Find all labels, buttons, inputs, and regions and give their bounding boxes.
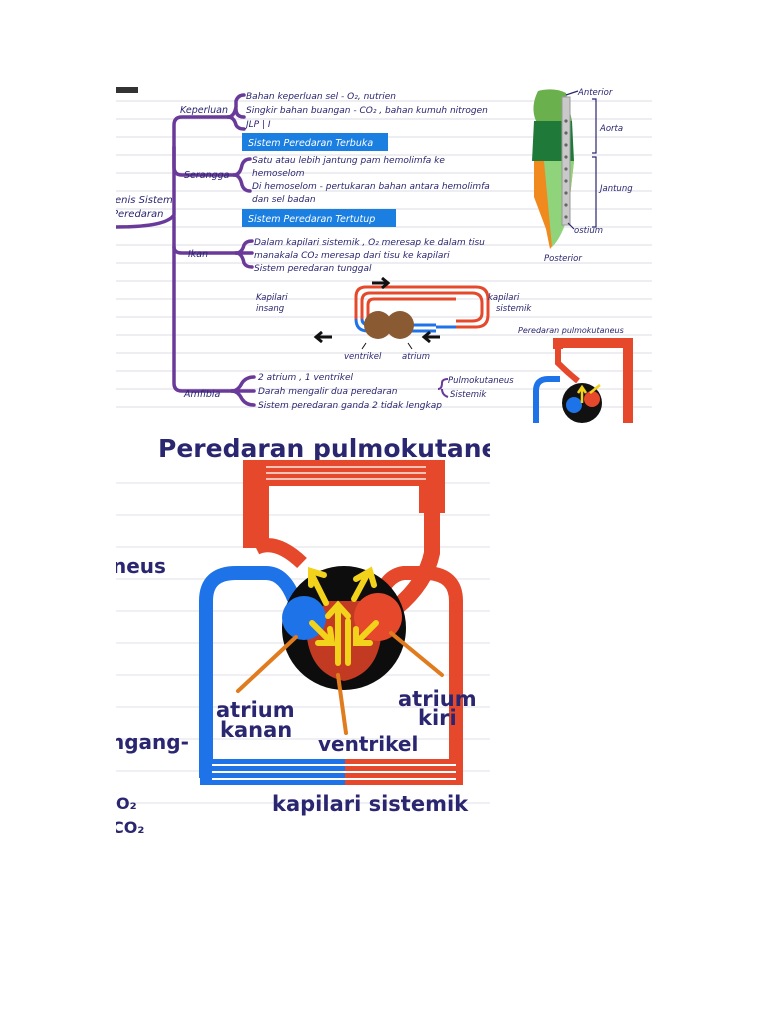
- pulmocutaneous-zoom: Peredaran pulmokutaneus neus ngang- O₂ C…: [116, 423, 490, 833]
- atrium-kiri-label-1: atrium: [398, 687, 477, 711]
- serangga-item-3: Di hemoselom - pertukaran bahan antara h…: [252, 182, 490, 192]
- gill-capillary-label-1: Kapilari: [256, 293, 288, 303]
- gill-capillary-label-2: insang: [256, 304, 285, 314]
- ikan-item-3: Sistem peredaran tunggal: [254, 264, 372, 274]
- edge-text-2: ngang-: [116, 730, 189, 754]
- ikan-item-2: manakala CO₂ meresap dari tisu ke kapila…: [254, 251, 450, 261]
- mini-amphibian-diagram: [533, 338, 633, 423]
- ikan-item-1: Dalam kapilari sistemik , O₂ meresap ke …: [254, 238, 485, 248]
- mini-pulmo-label: Peredaran pulmokutaneus: [518, 326, 624, 335]
- notes-mindmap: Jenis Sistem Peredaran Keperluan Bahan k…: [116, 87, 652, 423]
- open-system-banner-text: Sistem Peredaran Terbuka: [248, 138, 373, 149]
- amfibia-note-1: Pulmokutaneus: [448, 376, 514, 386]
- ventricle-pointer: [361, 342, 367, 350]
- keperluan-item-3: JLP | I: [244, 120, 271, 130]
- amfibia-item-3: Sistem peredaran ganda 2 tidak lengkap: [258, 401, 442, 411]
- keperluan-item-1: Bahan keperluan sel - O₂, nutrien: [246, 92, 396, 102]
- closed-system-banner-text: Sistem Peredaran Tertutup: [248, 214, 375, 225]
- fish-ventricle-shape: [364, 311, 392, 339]
- atrium-pointer: [407, 342, 413, 350]
- mindmap-branches: [116, 93, 256, 407]
- arrow-right-icon: [372, 276, 391, 290]
- insect-anterior-label: Anterior: [577, 88, 613, 98]
- systemic-capillary-label-1: kapilari: [488, 293, 520, 303]
- open-system-banner: [242, 133, 388, 151]
- ventrikel-label: ventrikel: [318, 732, 418, 756]
- root-label-line2: Peredaran: [116, 209, 164, 220]
- insect-jantung-label: Jantung: [598, 184, 633, 194]
- insect-heart-diagram: Anterior Aorta Jantung ostium Posterior: [532, 88, 633, 264]
- serangga-item-2: hemoselom: [252, 169, 305, 179]
- root-label-line1: Jenis Sistem: [116, 195, 173, 206]
- atrium-kiri-label-2: kiri: [418, 706, 457, 730]
- label-pointers: [236, 631, 444, 735]
- top-edge-tab: [116, 87, 138, 93]
- amfibia-item-2: Darah mengalir dua peredaran: [258, 387, 398, 397]
- amfibia-note-2: Sistemik: [450, 390, 487, 400]
- atrium-kanan-label-2: kanan: [220, 718, 292, 742]
- insect-ostium-label: ostium: [574, 226, 603, 236]
- amfibia-bracket: [437, 378, 449, 398]
- keperluan-item-2: Singkir bahan buangan - CO₂ , bahan kumu…: [246, 106, 488, 116]
- closed-system-banner: [242, 209, 396, 227]
- keperluan-label: Keperluan: [180, 105, 228, 116]
- amfibia-label: Amfibia: [183, 389, 221, 400]
- amfibia-item-1: 2 atrium , 1 ventrikel: [258, 373, 354, 383]
- edge-text-1: neus: [116, 554, 166, 578]
- fish-atrium-label: atrium: [402, 352, 430, 362]
- insect-aorta-label: Aorta: [599, 124, 623, 134]
- serangga-label: Serangga: [184, 170, 230, 181]
- pulmocutaneous-diagram: Peredaran pulmokutaneus neus ngang- O₂ C…: [116, 434, 490, 833]
- fish-atrium-shape: [386, 311, 414, 339]
- edge-text-3: O₂: [116, 794, 137, 813]
- notes-page-top: Jenis Sistem Peredaran Keperluan Bahan k…: [116, 87, 652, 423]
- arrow-left-icon: [313, 330, 332, 344]
- systemic-capillary-label-2: sistemik: [496, 304, 532, 314]
- ikan-label: Ikan: [188, 249, 208, 260]
- kapilari-sistemik-label: kapilari sistemik: [272, 792, 469, 816]
- atrium-kanan-label-1: atrium: [216, 698, 295, 722]
- insect-posterior-label: Posterior: [544, 254, 582, 264]
- blood-flow-arrows: [308, 566, 379, 666]
- fish-capillary-loops: [354, 285, 490, 333]
- serangga-item-4: dan sel badan: [252, 195, 316, 205]
- amphibian-heart: [282, 566, 406, 690]
- pulmo-title: Peredaran pulmokutaneus: [158, 434, 490, 463]
- arrow-left-icon: [421, 330, 440, 344]
- fish-ventricle-label: ventrikel: [344, 352, 382, 362]
- fish-circulation-diagram: Kapilari insang kapilari sistemik ventri…: [256, 276, 532, 362]
- edge-text-4: CO₂: [116, 818, 144, 833]
- serangga-item-1: Satu atau lebih jantung pam hemolimfa ke: [252, 156, 445, 166]
